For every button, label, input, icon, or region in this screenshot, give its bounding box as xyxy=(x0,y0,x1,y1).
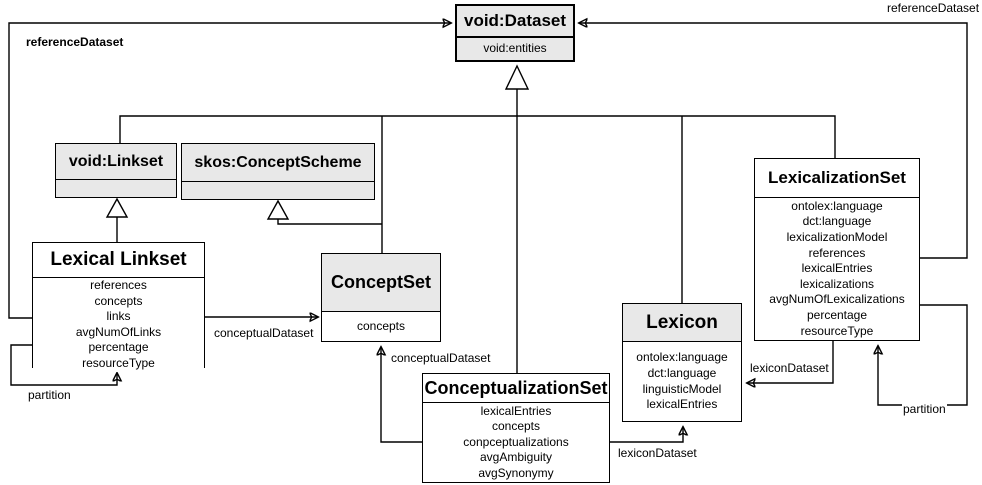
gen-conceptset-skos-line xyxy=(277,219,382,225)
attribute: avgNumOfLinks xyxy=(75,324,162,339)
class-title: Lexical Linkset xyxy=(33,243,204,278)
attribute: dct:language xyxy=(647,365,717,380)
class-lexicalizationset[interactable]: LexicalizationSet ontolex:language dct:l… xyxy=(754,158,920,341)
attribute: lexicalEntries xyxy=(801,261,873,276)
class-attributes: void:entities xyxy=(457,38,573,60)
attribute: references xyxy=(90,278,147,292)
attribute: linguisticModel xyxy=(642,381,722,396)
label-lexicon-dataset-bottom: lexiconDataset xyxy=(617,446,698,460)
attribute: concepts xyxy=(94,293,143,308)
class-title: void:Dataset xyxy=(457,6,573,38)
attribute: percentage xyxy=(88,340,149,355)
attribute: ontolex:language xyxy=(791,198,883,213)
edge-lexicon-dataset-right xyxy=(747,341,834,383)
edge-conceptual-dataset-mid xyxy=(381,347,422,443)
attribute: lexicalEntries xyxy=(480,403,552,418)
class-conceptualizationset[interactable]: ConceptualizationSet lexicalEntries conc… xyxy=(422,373,610,483)
attribute: resourceType xyxy=(800,323,874,338)
attribute: resourceType xyxy=(82,355,155,370)
attribute: lexicalizationModel xyxy=(786,230,888,245)
attribute: avgNumOfLexicalizations xyxy=(769,292,905,307)
attribute: percentage xyxy=(806,307,868,322)
label-reference-dataset-left: referenceDataset xyxy=(26,35,124,49)
attribute: dct:language xyxy=(802,214,872,229)
triangle-skos-conceptscheme xyxy=(266,199,290,220)
attribute: lexicalizations xyxy=(799,276,875,291)
class-title: ConceptualizationSet xyxy=(423,374,609,403)
label-conceptual-dataset-left: conceptualDataset xyxy=(213,326,315,340)
class-attributes: ontolex:language dct:language lexicaliza… xyxy=(755,198,919,340)
class-title: skos:ConceptScheme xyxy=(182,144,374,182)
attribute: conpceptualizations xyxy=(463,434,569,449)
label-partition-right: partition xyxy=(902,402,947,416)
attribute: avgAmbiguity xyxy=(479,450,553,465)
class-void-linkset[interactable]: void:Linkset xyxy=(55,143,177,198)
edge-partition-left xyxy=(10,344,117,386)
triangle-void-linkset xyxy=(105,197,129,218)
edge-lexicon-dataset-bottom xyxy=(608,427,683,443)
label-lexicon-dataset-right: lexiconDataset xyxy=(749,361,830,375)
class-title: Lexicon xyxy=(623,304,741,342)
class-attributes: lexicalEntries concepts conpceptualizati… xyxy=(423,403,609,482)
edge-reference-dataset-left xyxy=(8,23,451,319)
label-conceptual-dataset-mid: conceptualDataset xyxy=(390,351,492,365)
attribute: concepts xyxy=(491,419,541,434)
class-attributes: references concepts links avgNumOfLinks … xyxy=(33,278,204,372)
class-conceptset[interactable]: ConceptSet concepts xyxy=(321,253,441,342)
class-attributes-empty xyxy=(56,180,176,197)
class-title: ConceptSet xyxy=(322,254,440,312)
triangle-void-dataset xyxy=(504,64,530,90)
generalization-bus-line xyxy=(119,115,836,158)
attribute: concepts xyxy=(356,318,406,333)
attribute: links xyxy=(106,309,131,324)
class-attributes-empty xyxy=(182,182,374,199)
label-reference-dataset-right: referenceDataset xyxy=(886,1,981,15)
class-skos-conceptscheme[interactable]: skos:ConceptScheme xyxy=(181,143,375,200)
class-void-dataset[interactable]: void:Dataset void:entities xyxy=(455,4,575,62)
attribute: avgSynonymy xyxy=(478,465,554,480)
class-title: void:Linkset xyxy=(56,144,176,180)
label-partition-left: partition xyxy=(27,388,72,402)
class-lexicon[interactable]: Lexicon ontolex:language dct:language li… xyxy=(622,303,742,422)
attribute: void:entities xyxy=(483,41,547,56)
class-attributes: ontolex:language dct:language linguistic… xyxy=(623,342,741,421)
edge-reference-dataset-right xyxy=(579,23,968,259)
attribute: ontolex:language xyxy=(636,350,728,365)
attribute: lexicalEntries xyxy=(646,397,718,412)
class-title: LexicalizationSet xyxy=(755,159,919,198)
edge-partition-right xyxy=(878,304,968,406)
class-lexical-linkset[interactable]: Lexical Linkset references concepts link… xyxy=(32,242,205,372)
class-attributes: concepts xyxy=(322,312,440,341)
attribute: references xyxy=(808,245,866,260)
